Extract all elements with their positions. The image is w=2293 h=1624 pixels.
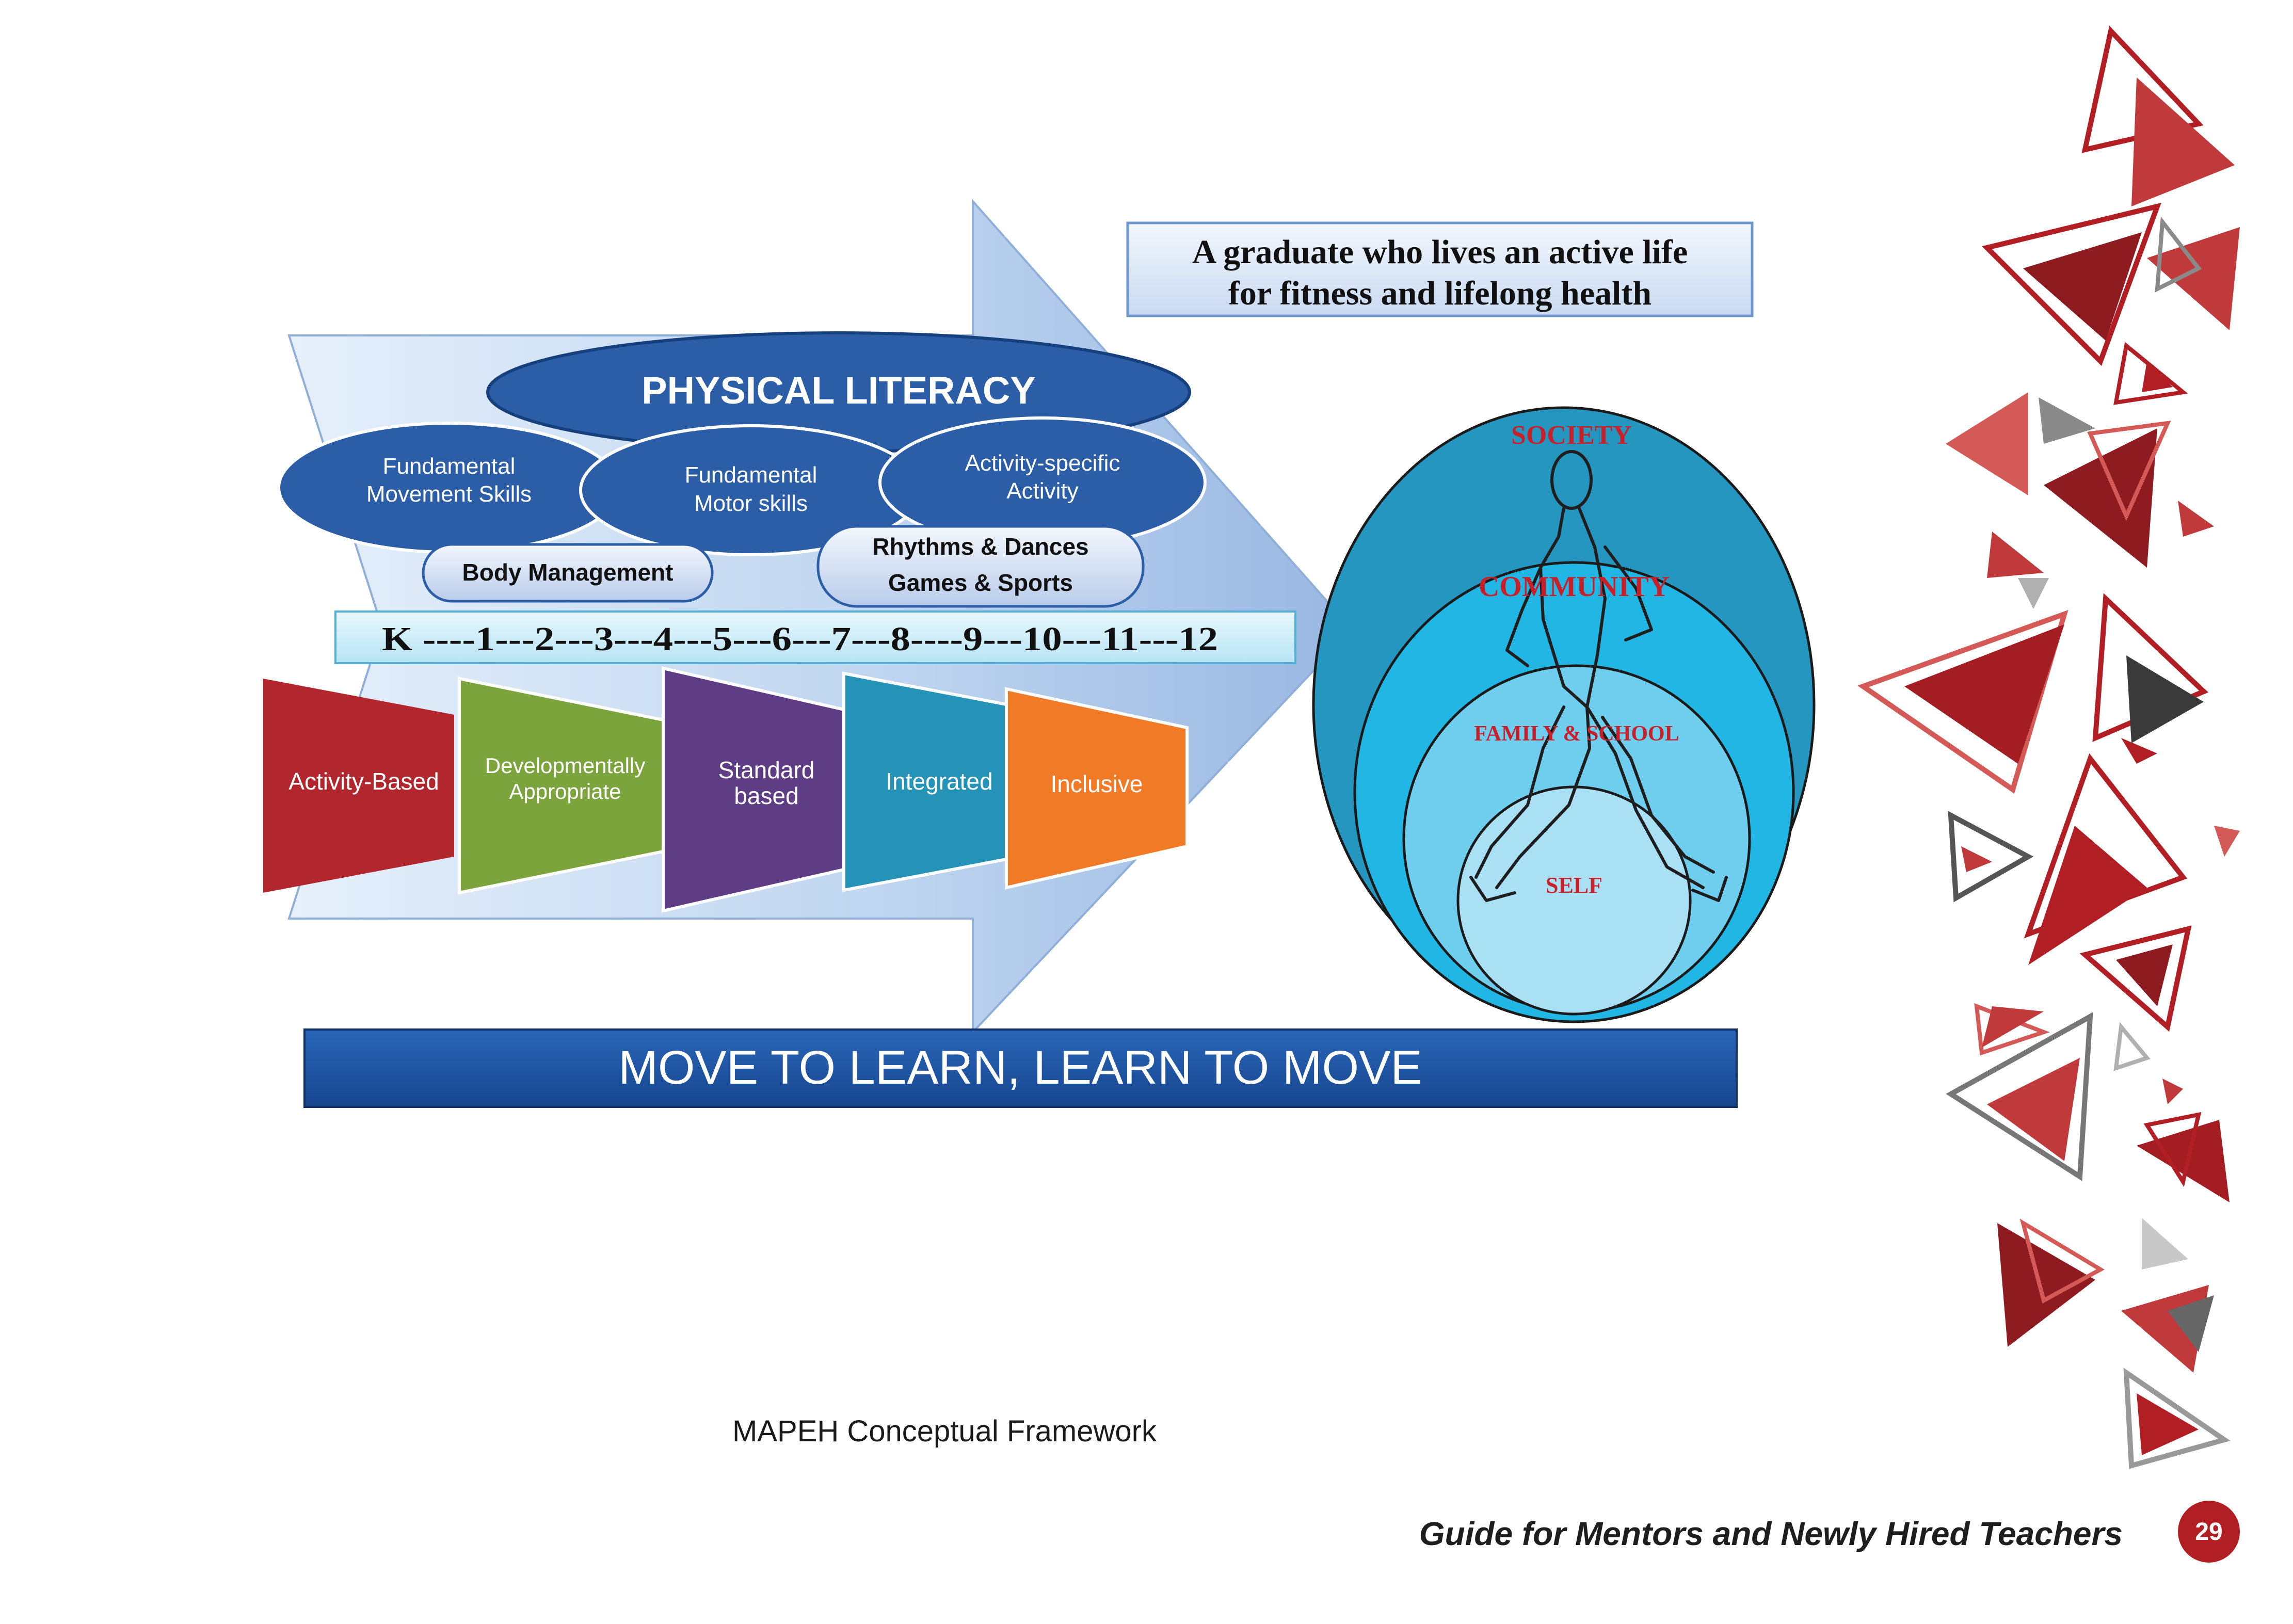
figure-caption: MAPEH Conceptual Framework: [732, 1414, 1157, 1448]
banner-label: MOVE TO LEARN, LEARN TO MOVE: [618, 1041, 1422, 1094]
decorative-triangles: [1857, 25, 2240, 1469]
circle-label-society: SOCIETY: [1511, 421, 1632, 450]
page-number-badge: 29: [2178, 1501, 2240, 1563]
approach-5-line1: Inclusive: [1051, 770, 1143, 797]
outcome-line2: for fitness and lifelong health: [1228, 275, 1651, 312]
circle-label-family-school: FAMILY & SCHOOL: [1474, 722, 1679, 746]
approach-3-line1: Standard: [718, 757, 815, 783]
rhythms-line2: Games & Sports: [888, 569, 1073, 596]
approach-activity-based: Activity-Based: [263, 679, 454, 893]
skill-3-line2: Activity: [1006, 478, 1078, 504]
skill-2-line1: Fundamental: [685, 462, 817, 488]
skill-2-line2: Motor skills: [694, 491, 808, 516]
approach-4-line1: Integrated: [886, 768, 992, 795]
skill-fundamental-movement: Fundamental Movement Skills: [277, 422, 621, 554]
runner-figure: [1469, 450, 1728, 902]
approach-standard-based: Standard based: [662, 666, 845, 913]
approach-1-line1: Activity-Based: [288, 768, 439, 795]
grade-scale-label: K ----1---2---3---4---5---6---7---8----9…: [382, 620, 1218, 658]
approach-inclusive: Inclusive: [1005, 687, 1189, 890]
approach-integrated: Integrated: [842, 671, 1008, 892]
skill-3-line1: Activity-specific: [965, 451, 1120, 476]
footer-title: Guide for Mentors and Newly Hired Teache…: [1419, 1515, 2123, 1552]
circle-label-community: COMMUNITY: [1479, 571, 1670, 603]
rhythms-games-pill: Rhythms & Dances Games & Sports: [816, 525, 1145, 608]
circle-label-self: SELF: [1546, 873, 1602, 898]
skill-activity-specific: Activity-specific Activity: [878, 416, 1207, 549]
approach-3-line2: based: [734, 782, 798, 809]
approach-2-line1: Developmentally: [485, 753, 646, 778]
approach-developmentally-appropriate: Developmentally Appropriate: [458, 677, 665, 895]
approach-2-line2: Appropriate: [509, 779, 621, 803]
rhythms-line1: Rhythms & Dances: [872, 533, 1088, 560]
outcome-box: A graduate who lives an active life for …: [1126, 221, 1754, 317]
grade-scale-bar: K ----1---2---3---4---5---6---7---8----9…: [334, 610, 1296, 664]
physical-literacy-label: PHYSICAL LITERACY: [642, 369, 1035, 412]
skill-1-line2: Movement Skills: [366, 481, 532, 507]
outcome-line1: A graduate who lives an active life: [1192, 233, 1688, 271]
skill-1-line1: Fundamental: [383, 454, 516, 479]
body-management-label: Body Management: [462, 559, 674, 586]
nested-circles: SOCIETY COMMUNITY FAMILY & SCHOOL SELF: [1312, 406, 1816, 1023]
body-management-pill: Body Management: [422, 543, 714, 603]
move-to-learn-banner: MOVE TO LEARN, LEARN TO MOVE: [303, 1028, 1738, 1108]
